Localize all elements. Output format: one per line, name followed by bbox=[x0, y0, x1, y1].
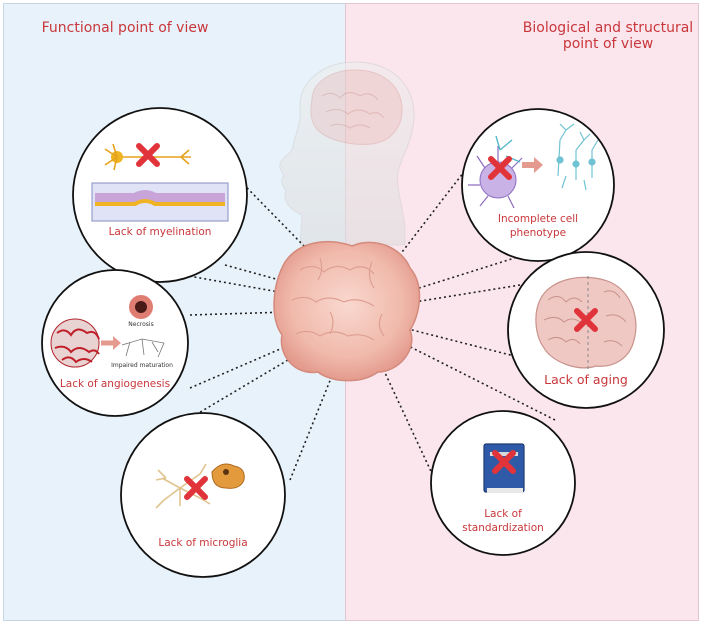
microglia-circle: Lack of microglia bbox=[120, 412, 286, 578]
standardization-circle: Lack of standardization bbox=[430, 410, 576, 556]
biological-heading: Biological and structural point of view bbox=[522, 20, 694, 52]
aging-circle: Lack of aging bbox=[507, 251, 665, 409]
cell-phenotype-label-line2: phenotype bbox=[510, 227, 566, 239]
head-silhouette-icon bbox=[279, 61, 415, 246]
immature-vessel-icon bbox=[121, 338, 165, 358]
standardization-label-line2: standardization bbox=[462, 522, 544, 534]
myelination-circle: Lack of myelination bbox=[72, 107, 248, 283]
necrosis-icon bbox=[129, 295, 153, 319]
aging-label: Lack of aging bbox=[544, 372, 628, 387]
angiogenesis-circle: Necrosis Impaired maturation Lack of ang… bbox=[41, 269, 189, 417]
cell-phenotype-circle: Incomplete cell phenotype bbox=[461, 108, 615, 262]
microglia-label: Lack of microglia bbox=[158, 537, 247, 549]
myelin-sheath-icon bbox=[91, 182, 229, 222]
vessel-network-icon bbox=[50, 318, 100, 368]
microglia-icon bbox=[155, 463, 245, 509]
book-icon bbox=[483, 443, 525, 493]
mature-neurons-icon bbox=[556, 123, 599, 191]
myelination-label: Lack of myelination bbox=[109, 226, 212, 238]
necrosis-label: Necrosis bbox=[128, 321, 153, 328]
arrow-head-icon bbox=[113, 336, 121, 350]
impaired-maturation-label: Impaired maturation bbox=[111, 362, 173, 369]
brain-organoid-icon bbox=[273, 240, 421, 382]
angiogenesis-label: Lack of angiogenesis bbox=[60, 378, 170, 390]
arrow-head-icon bbox=[534, 157, 543, 173]
cell-phenotype-label-line1: Incomplete cell bbox=[498, 213, 578, 225]
standardization-label-line1: Lack of bbox=[484, 508, 522, 520]
functional-heading: Functional point of view bbox=[41, 20, 209, 36]
